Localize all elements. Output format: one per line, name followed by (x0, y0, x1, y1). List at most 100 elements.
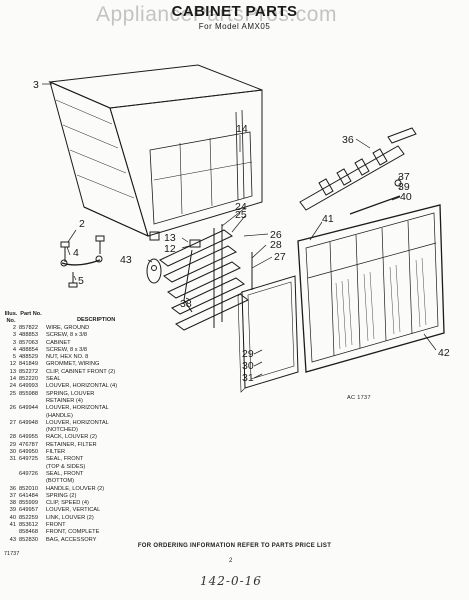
description-cell: FRONT (46, 522, 66, 529)
illus-no-cell: 39 (9, 507, 16, 514)
illus-no-cell (3, 413, 19, 420)
illus-no-cell: 24 (9, 383, 16, 390)
ordering-note: FOR ORDERING INFORMATION REFER TO PARTS … (137, 543, 332, 549)
description-cell: CLIP, CABINET FRONT (2) (46, 368, 116, 375)
header-description: DESCRIPTION (77, 317, 116, 323)
parts-list-header: Illus. No. Part No. DESCRIPTION (3, 311, 203, 324)
description-cell: LINK, LOUVER (2) (46, 514, 94, 521)
part-no-cell: 852010 (19, 485, 38, 492)
table-row: (HANDLE) (3, 413, 203, 420)
illus-no-cell: 3 (12, 332, 16, 339)
callout-24: 24 (235, 201, 247, 213)
illus-no-cell: 38 (9, 500, 16, 507)
callout-12: 12 (164, 243, 176, 255)
description-cell: GROMMET, WIRING (46, 361, 100, 368)
part-no-cell: 649993 (19, 383, 38, 390)
diagram-code: AC 1737 (347, 395, 371, 401)
part-no-cell: 841849 (19, 361, 38, 368)
callout-40: 40 (400, 191, 412, 203)
part-no-cell: 476787 (19, 441, 38, 448)
illus-no-cell: 31 (9, 456, 16, 463)
part-no-cell: 852830 (19, 536, 38, 543)
description-cell: SPRING (2) (46, 492, 77, 499)
illus-no-cell: 36 (9, 485, 16, 492)
table-row: RETAINER (4) (3, 398, 203, 405)
callout-labels: 3 14 2 4 5 13 12 43 24 25 26 28 27 38 36… (33, 79, 450, 384)
page-subtitle: For Model AMX05 (198, 22, 271, 31)
illus-no-cell (3, 427, 19, 434)
illus-no-cell: 13 (9, 368, 16, 375)
table-row: (TOP & SIDES) (3, 464, 203, 471)
description-cell: LOUVER, HORIZONTAL (46, 405, 109, 412)
callout-leaders (42, 83, 437, 379)
description-cell: CLIP, SPEED (4) (46, 500, 89, 507)
callout-42: 42 (438, 347, 450, 359)
illus-no-cell (3, 478, 19, 485)
callout-31: 31 (242, 372, 254, 384)
callout-30: 30 (242, 360, 254, 372)
callout-4: 4 (73, 247, 79, 259)
part-no-cell: 649725 (19, 456, 38, 463)
page-number: 2 (229, 558, 233, 564)
part-no-cell (19, 413, 46, 420)
vertical-louver-assembly (299, 127, 417, 215)
callout-14: 14 (236, 123, 248, 135)
part-no-cell: 649950 (19, 449, 38, 456)
part-no-cell: 857822 (19, 325, 38, 331)
illus-no-cell: 12 (9, 361, 16, 368)
part-no-cell: 852259 (19, 514, 38, 521)
table-row: (NOTCHED) (3, 427, 203, 434)
description-cell: SPRING, LOUVER (46, 390, 95, 397)
callout-39: 39 (398, 181, 410, 193)
description-cell: FRONT, COMPLETE (46, 529, 100, 536)
callout-26: 26 (270, 229, 282, 241)
illus-no-cell: 3 (12, 339, 16, 346)
description-cell: SEAL, FRONT (46, 456, 84, 463)
part-no-cell: 488529 (19, 354, 38, 361)
page-title: CABINET PARTS (171, 3, 298, 20)
callout-37: 37 (398, 171, 410, 183)
description-cell: LOUVER, HORIZONTAL (4) (46, 383, 118, 390)
part-no-cell: 852220 (19, 376, 38, 383)
callout-29: 29 (242, 348, 254, 360)
description-cell: NUT, HEX NO. 8 (46, 354, 89, 361)
description-cell: LOUVER, VERTICAL (46, 507, 101, 514)
illus-no-cell: 2 (12, 325, 16, 331)
illus-no-cell: 40 (9, 514, 16, 521)
speed-clip (183, 249, 193, 313)
illus-no-cell: 14 (9, 376, 16, 383)
description-cell: SEAL, FRONT (46, 470, 84, 477)
description-cell: RACK, LOUVER (2) (46, 434, 97, 441)
description-cell: BAG, ACCESSORY (46, 536, 97, 543)
description-cell: WIRE, GROUND (46, 325, 90, 331)
callout-27: 27 (274, 251, 286, 263)
illus-no-cell: 4 (12, 346, 16, 353)
table-row: (BOTTOM) (3, 478, 203, 485)
callout-3: 3 (33, 79, 39, 91)
description-cell: SCREW, 8 x 3/8 (46, 346, 88, 353)
part-no-cell: 488853 (19, 332, 38, 339)
illus-no-cell (3, 471, 19, 478)
part-no-cell: 649944 (19, 405, 38, 412)
grommet-and-clip (149, 231, 201, 248)
illus-no-cell: 43 (9, 536, 16, 543)
cabinet-illustration (48, 64, 263, 237)
part-no-cell (19, 478, 46, 485)
accessory-bag (146, 258, 162, 284)
